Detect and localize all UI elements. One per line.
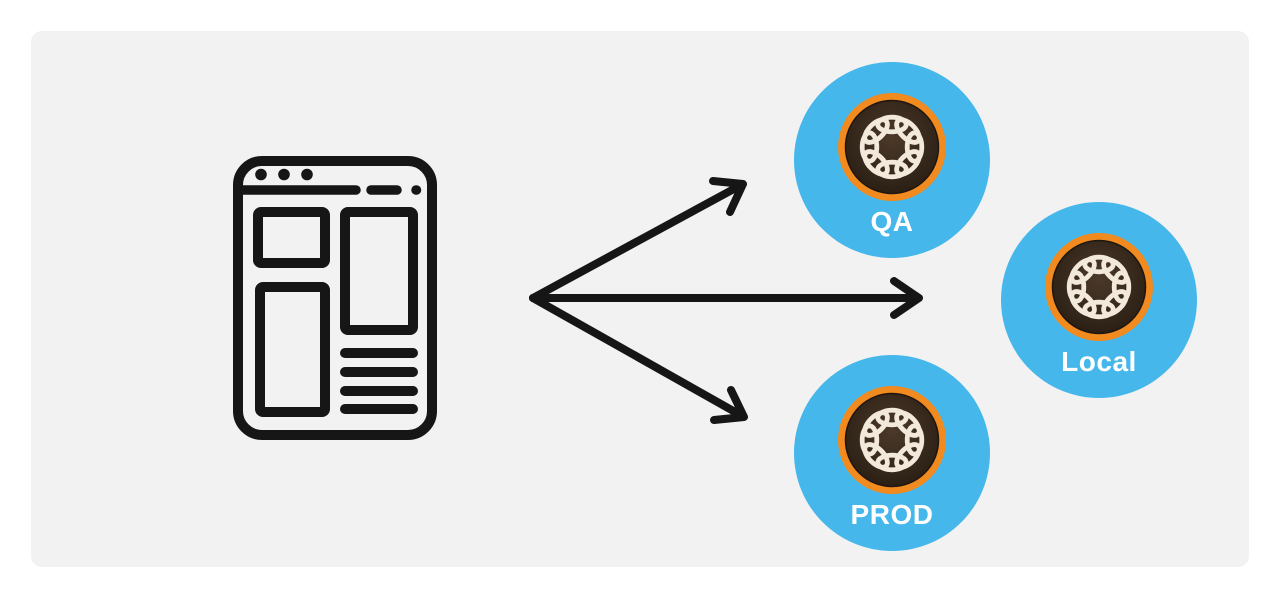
browser-window-frame [233, 156, 437, 440]
browser-wireframe-icon [233, 156, 437, 440]
browser-window-dots [255, 168, 313, 181]
browser-text-lines [340, 348, 418, 414]
env-node-label: Local [1061, 346, 1137, 377]
env-node-prod: PROD [794, 355, 990, 551]
env-node-local: Local [1001, 202, 1197, 398]
aem-logo-icon [837, 92, 947, 202]
env-node-qa: QA [794, 62, 990, 258]
aem-logo-icon [837, 385, 947, 495]
browser-content-blocks [253, 207, 418, 417]
aem-logo-icon [1044, 232, 1154, 342]
env-node-label: QA [870, 206, 914, 237]
env-node-label: PROD [850, 499, 934, 530]
